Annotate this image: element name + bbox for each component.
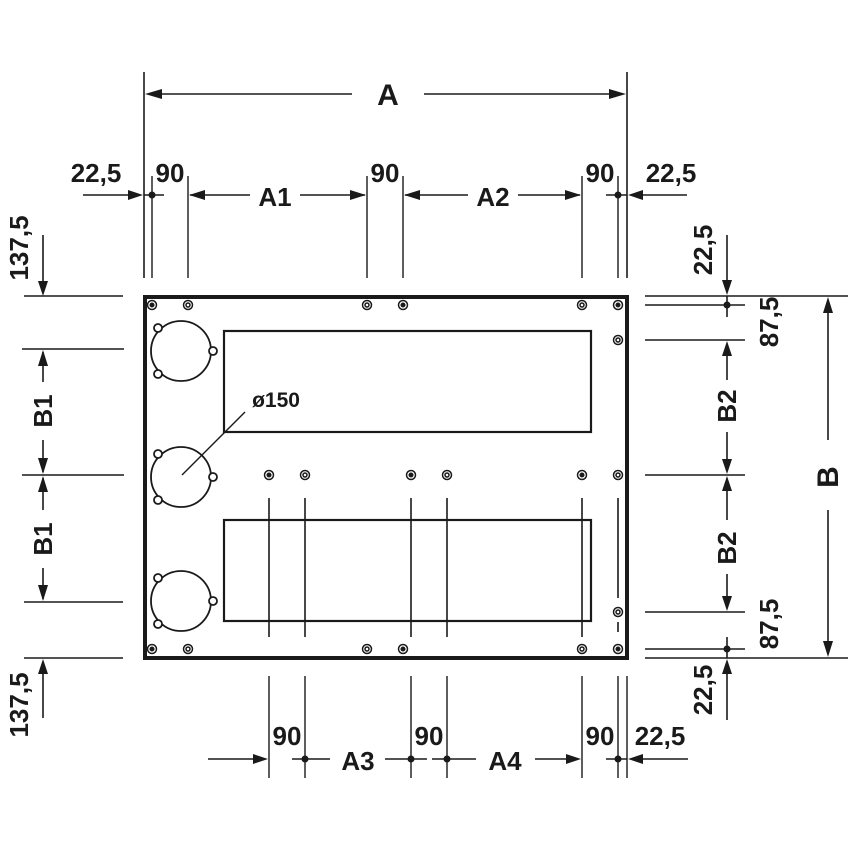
- label-right-margin-bottom: 22,5: [635, 721, 686, 751]
- round-opening-bottom: [150, 570, 218, 632]
- label-90-bottom-1: 90: [273, 721, 302, 751]
- label-a3: A3: [341, 746, 374, 776]
- mounting-plate: ø150: [143, 295, 629, 660]
- rectangular-opening-lower: [222, 518, 593, 623]
- label-a4: A4: [488, 746, 522, 776]
- dimension-column-left: 137,5 B1 B1 137,5: [4, 215, 124, 738]
- label-90-top-3: 90: [586, 158, 615, 188]
- label-90-bottom-2: 90: [415, 721, 444, 751]
- dimension-row-top: 22,5 90 A1 90 A2 90 22,5: [71, 158, 697, 278]
- label-top-margin-right: 22,5: [688, 225, 718, 276]
- label-b: B: [812, 466, 845, 488]
- label-top-offset-right: 87,5: [754, 297, 784, 348]
- label-bottom-margin-right: 22,5: [688, 665, 718, 716]
- label-top-offset-left: 137,5: [4, 215, 34, 280]
- dimension-column-right: 22,5 87,5 B2 B2 87,5 22,5 B: [645, 225, 848, 720]
- dimension-a: A: [143, 72, 628, 278]
- label-right-margin-top: 22,5: [646, 158, 697, 188]
- label-bottom-offset-left: 137,5: [4, 672, 34, 737]
- fixing-nuts: [146, 299, 624, 655]
- label-90-top-2: 90: [371, 158, 400, 188]
- label-a2: A2: [476, 182, 509, 212]
- label-a1: A1: [258, 182, 291, 212]
- round-opening-top: [150, 320, 218, 382]
- rectangular-opening-upper: [222, 329, 593, 434]
- round-opening-middle: [150, 446, 218, 508]
- label-b2-lower: B2: [712, 531, 742, 564]
- label-left-margin-top: 22,5: [71, 158, 122, 188]
- dimension-row-bottom: 90 A3 90 A4 90 22,5: [208, 676, 688, 778]
- label-b1-upper: B1: [28, 394, 58, 427]
- label-bottom-offset-right: 87,5: [754, 599, 784, 650]
- label-b2-upper: B2: [712, 389, 742, 422]
- label-b1-lower: B1: [28, 522, 58, 555]
- label-diameter: ø150: [252, 389, 300, 412]
- label-90-top-1: 90: [156, 158, 185, 188]
- label-90-bottom-3: 90: [586, 721, 615, 751]
- label-a: A: [377, 79, 399, 112]
